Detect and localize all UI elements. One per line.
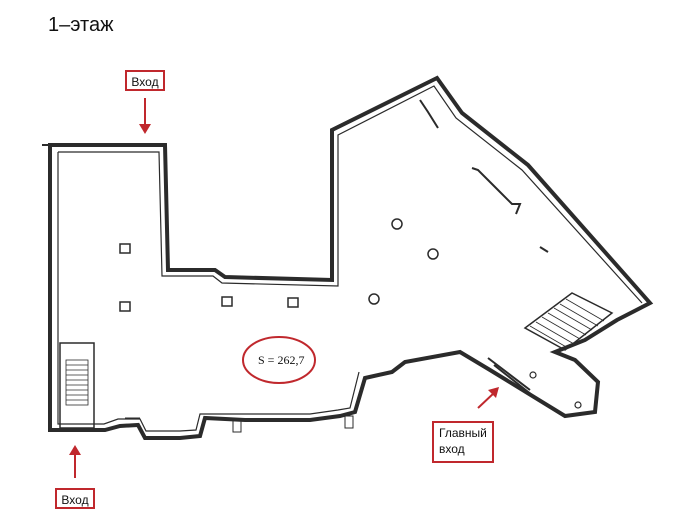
- column: [287, 297, 299, 308]
- main-entrance-line1: Главный: [439, 426, 487, 440]
- main-entrance-label: Главный вход: [432, 421, 494, 463]
- partition: [419, 99, 439, 129]
- column: [119, 243, 131, 254]
- arrow-down-icon: [139, 98, 151, 134]
- entrance-corridor: [487, 357, 533, 396]
- column-round: [427, 248, 439, 260]
- area-highlight: [242, 336, 316, 384]
- entrance-label-bottom-text: Вход: [61, 493, 89, 507]
- arrow-up-icon: [69, 445, 81, 478]
- column: [221, 296, 233, 307]
- inner-wall: [58, 85, 643, 304]
- fixture: [574, 401, 582, 409]
- column-round: [368, 293, 380, 305]
- column-round: [391, 218, 403, 230]
- stair-right-steps: [529, 298, 605, 349]
- column: [119, 301, 131, 312]
- area-label: S = 262,7: [258, 353, 305, 367]
- entrance-label-top-text: Вход: [131, 75, 159, 89]
- stair-left-steps: [65, 359, 89, 406]
- window-marks: [125, 413, 354, 433]
- partition: [539, 246, 549, 253]
- inner-wall-lower: [57, 152, 360, 432]
- entrance-label-bottom: Вход: [55, 488, 95, 509]
- entrance-label-top: Вход: [125, 70, 165, 91]
- stair-left: [59, 342, 95, 429]
- fixture: [529, 371, 537, 379]
- partition: [471, 167, 522, 215]
- page-title: 1–этаж: [48, 14, 114, 36]
- main-entrance-line2: вход: [439, 442, 465, 457]
- stair-right: [523, 292, 614, 351]
- arrow-up-right-icon: [477, 387, 499, 409]
- outer-wall: [48, 75, 654, 440]
